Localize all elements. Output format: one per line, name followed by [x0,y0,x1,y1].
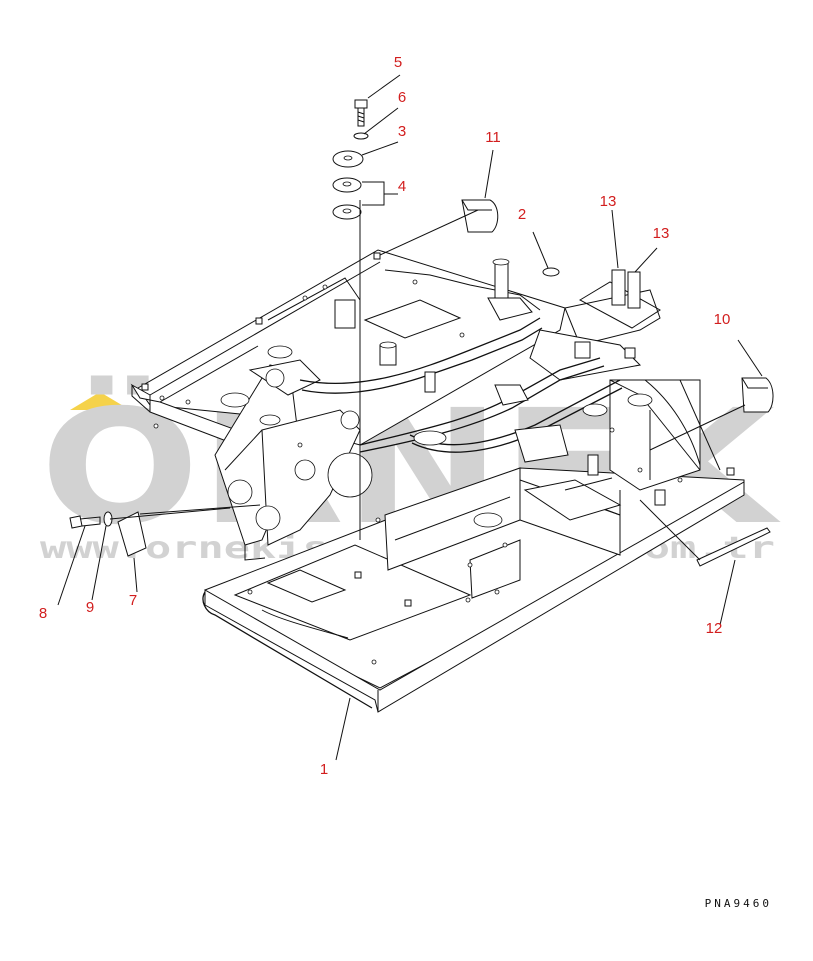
cover-plate-part-3 [332,150,364,168]
callout-8: 8 [39,605,47,622]
block-part-11 [461,199,499,233]
callout-1: 1 [320,761,328,778]
bolt-part-5 [354,99,368,127]
plate-part-7 [117,511,147,557]
callout-5: 5 [394,54,402,71]
callout-2: 2 [518,206,526,223]
callout-10: 10 [714,311,731,328]
drawing-code: PNA9460 [705,897,772,910]
callout-12: 12 [706,620,723,637]
callout-3: 3 [398,123,406,140]
callouts: 5 6 3 4 11 2 13 13 10 12 8 9 7 1 [39,54,731,778]
block-part-10 [741,377,774,413]
bolt-holes [153,279,683,665]
revolving-frame-assembly [130,249,745,713]
shim-part-13 [578,269,661,329]
callout-7: 7 [129,592,137,609]
shim-part-4 [332,177,362,220]
washer-part-2 [542,267,560,277]
callout-13-left: 13 [600,193,617,210]
watermark-accent-triangle [70,392,130,410]
callout-4: 4 [398,178,406,195]
bolt-part-8 [69,515,101,529]
callout-leaders [57,74,763,761]
callout-9: 9 [86,599,94,616]
bar-part-12 [696,527,771,567]
washer-part-6 [353,132,369,140]
callout-11: 11 [485,129,501,146]
callout-6: 6 [398,89,406,106]
callout-13-right: 13 [653,225,670,242]
